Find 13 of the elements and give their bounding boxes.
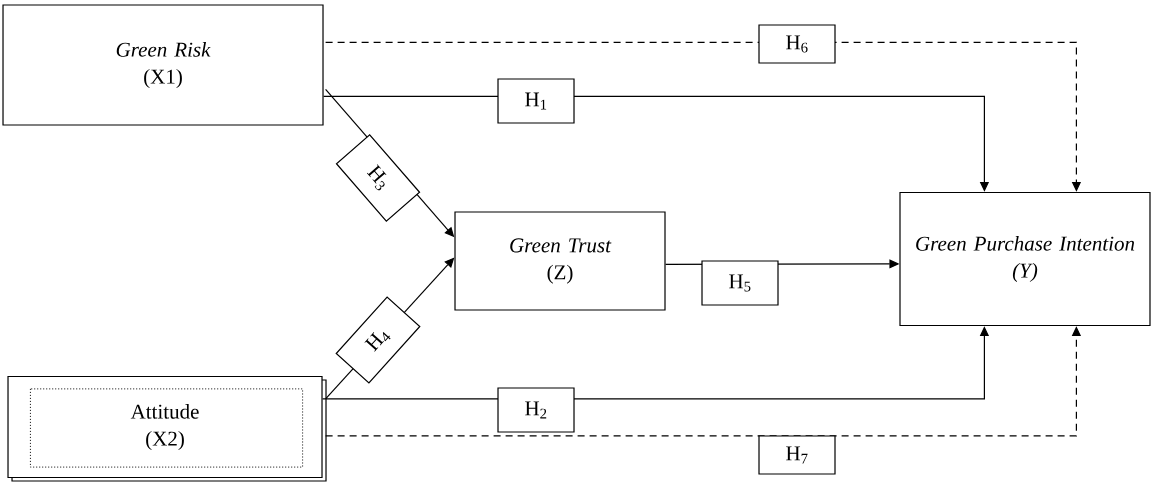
hypothesis-label: H$_{3}$ <box>335 134 421 222</box>
hypothesis-label: H$_{6}$ <box>758 24 836 64</box>
variable-box: Green Purchase Intention (Y) <box>899 191 1151 327</box>
hypothesis-label: H$_{7}$ <box>758 435 836 475</box>
shadowed-box: Attitude (X2) <box>7 375 327 482</box>
hypothesis-label: H$_{5}$ <box>701 260 779 306</box>
hypothesis-label: H$_{1}$ <box>497 78 575 124</box>
hypothesis-label: H$_{4}$ <box>335 296 421 384</box>
arrow <box>323 95 990 192</box>
variable-box: Green Trust (Z) <box>454 211 666 311</box>
variable-box: Green Risk (X1) <box>2 4 324 126</box>
arrow <box>325 41 1082 192</box>
hypothesis-label: H$_{2}$ <box>497 387 575 433</box>
